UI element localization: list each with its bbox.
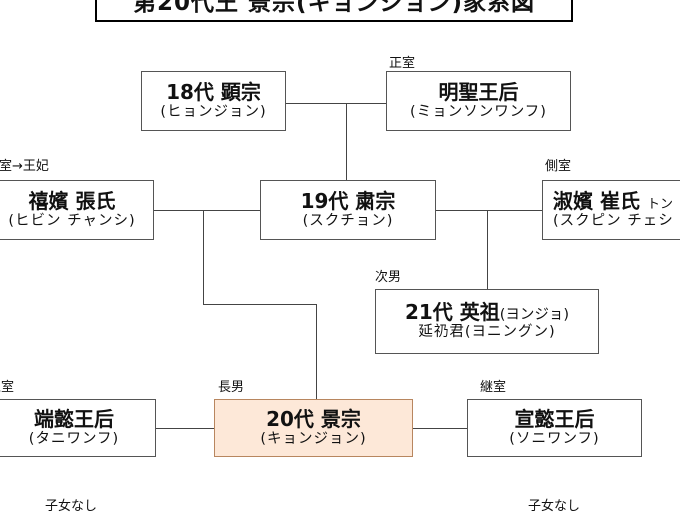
person-alt-name: 延礽君(ヨニングン): [418, 324, 556, 341]
descent-line-to-sukjong: [346, 103, 347, 180]
person-name-text: 21代 英祖: [404, 300, 500, 325]
person-name: 21代 英祖(ヨンジョ): [405, 301, 569, 324]
person-box-sukbin: 淑嬪 崔氏 トン (スクピン チェシ: [542, 180, 680, 240]
person-box-seonui: 宣懿王后 (ソニワンフ): [467, 399, 642, 457]
relation-label-danui: 正室: [0, 380, 15, 395]
person-name: 19代 粛宗: [300, 188, 396, 213]
person-box-danui: 端懿王后 (タニワンフ): [0, 399, 156, 457]
person-reading: (キョンジョン): [260, 430, 367, 447]
relation-label-yeongjo: 次男: [375, 270, 402, 285]
descent-line-to-yeongjo: [487, 210, 488, 289]
person-box-sukjong: 19代 粛宗 (スクチョン): [260, 180, 436, 240]
person-reading: (ヒビン チャンシ): [8, 212, 136, 229]
person-name: 20代 景宗: [266, 406, 361, 431]
person-name: 18代 顕宗: [166, 79, 261, 104]
person-box-heebin: 禧嬪 張氏 (ヒビン チャンシ): [0, 180, 154, 240]
person-box-myeongseong: 明聖王后 (ミョンソンワンフ): [386, 71, 571, 131]
person-reading: (ヒョンジョン): [160, 103, 267, 120]
person-box-gyeongjong: 20代 景宗 (キョンジョン): [214, 399, 413, 457]
relation-label-seonui: 継室: [480, 380, 507, 395]
descent-line-to-gyeongjong: [316, 304, 317, 400]
relation-label-gyeongjong: 長男: [218, 380, 245, 395]
note-childless-left: 子女なし: [45, 499, 98, 514]
person-reading: (タニワンフ): [28, 430, 120, 447]
relation-label-sukbin: 側室: [545, 159, 572, 174]
person-name-suffix: トン: [646, 196, 673, 212]
relation-label-myeongseong: 正室: [389, 56, 416, 71]
person-reading: (ソニワンフ): [509, 430, 600, 447]
diagram-title: 第20代王 景宗(キョンジョン)家系図: [95, 0, 573, 22]
person-name: 宣懿王后: [514, 406, 595, 431]
person-name: 端懿王后: [34, 406, 114, 431]
person-reading: (スクチョン): [302, 212, 394, 229]
person-name-text: 淑嬪 崔氏: [553, 188, 640, 213]
relation-label-heebin: 側室→王妃: [0, 159, 49, 174]
note-childless-right: 子女なし: [528, 499, 581, 514]
person-reading: (スクピン チェシ: [553, 212, 674, 229]
person-box-hyeonjong: 18代 顕宗 (ヒョンジョン): [141, 71, 286, 131]
person-name: 禧嬪 張氏: [28, 188, 116, 213]
marriage-line-hyeonjong: [286, 103, 386, 104]
person-name: 明聖王后: [438, 79, 519, 104]
person-reading: (ミョンソンワンフ): [410, 103, 547, 120]
marriage-line-sukjong-left: [154, 210, 260, 211]
descent-line-left: [203, 210, 204, 304]
person-name: 淑嬪 崔氏 トン: [553, 188, 673, 213]
descent-line-left-horizontal: [203, 304, 316, 305]
marriage-line-seonui: [413, 428, 467, 429]
person-name-reading: (ヨンジョ): [499, 307, 570, 324]
marriage-line-sukjong-right: [436, 210, 542, 211]
marriage-line-danui: [156, 428, 214, 429]
person-box-yeongjo: 21代 英祖(ヨンジョ) 延礽君(ヨニングン): [375, 289, 599, 354]
